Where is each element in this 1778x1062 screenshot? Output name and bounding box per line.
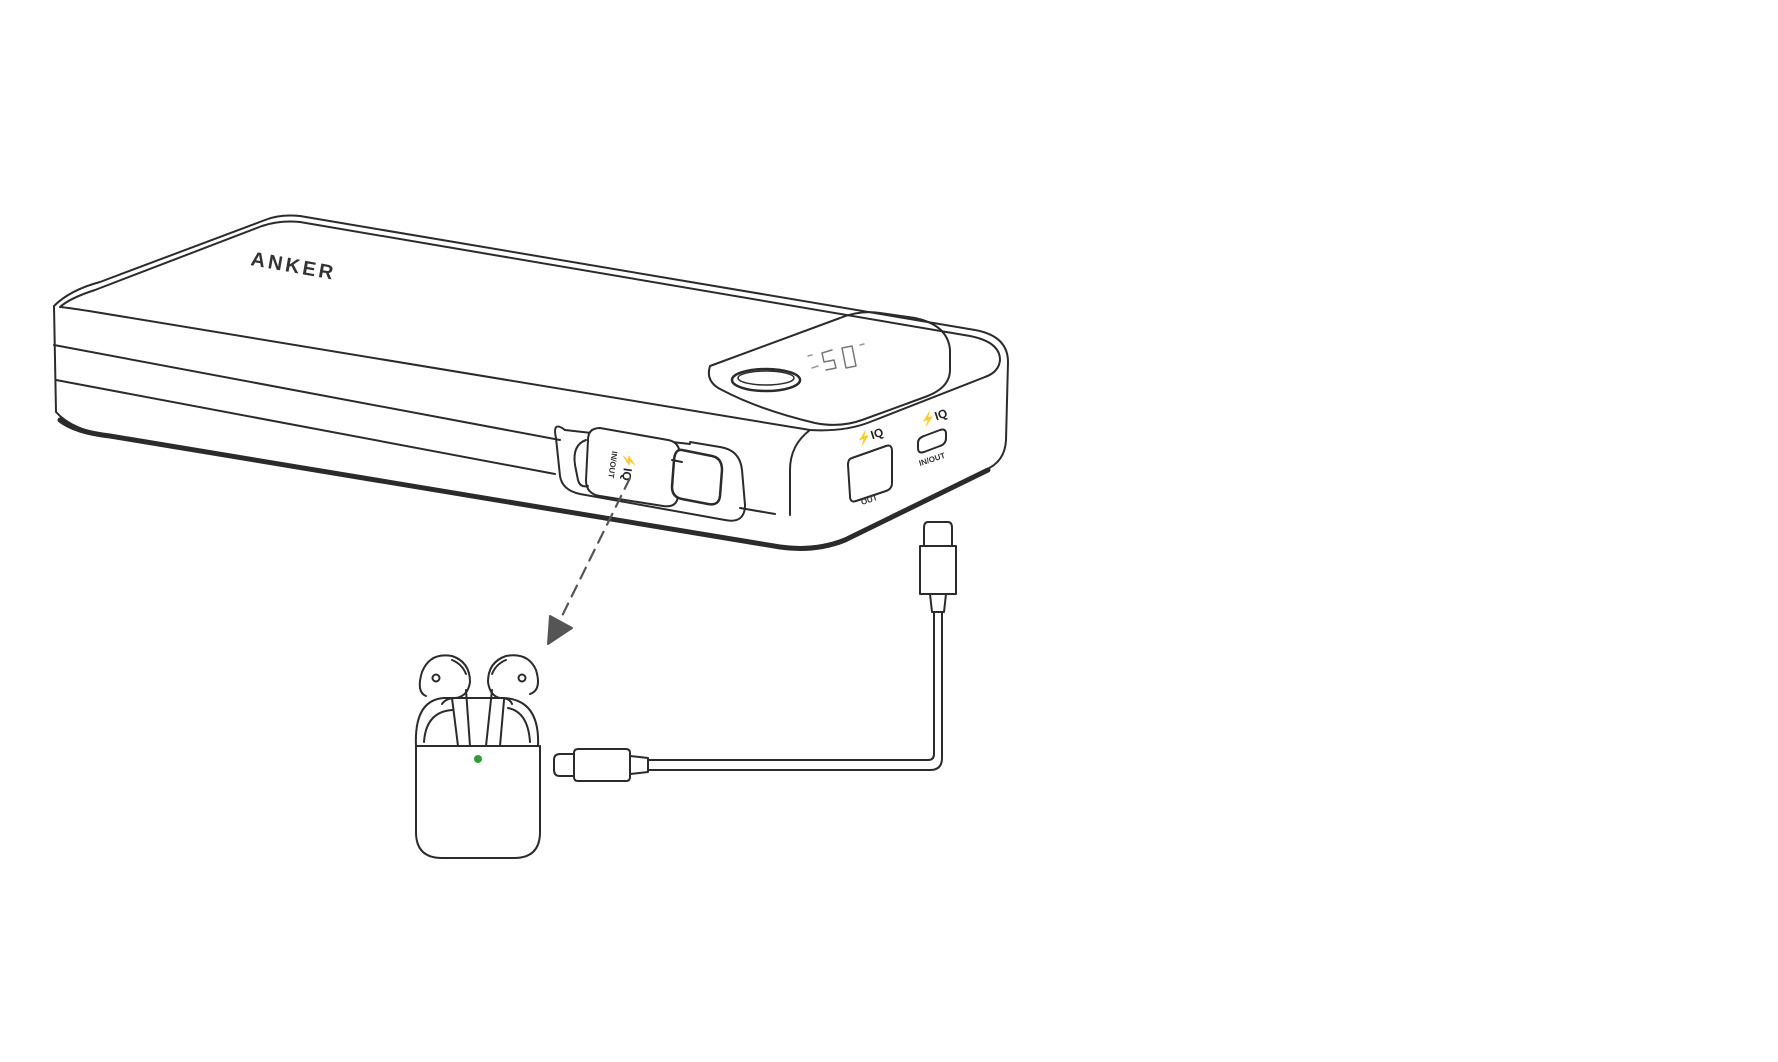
cable-wire [647, 611, 935, 761]
right-earbud-grille [491, 659, 507, 675]
battery-display [807, 343, 865, 371]
case-cradle-left [423, 709, 453, 743]
battery-display-value: 50 [0, 0, 2, 1]
case-cradle [414, 697, 540, 747]
left-earbud-stem [451, 689, 471, 747]
cable-usb-c-plug [670, 448, 724, 506]
usb-a-port-label: OUT [860, 493, 879, 507]
usb-c-port-label: IN/OUT [918, 451, 947, 468]
case-plug-strain-relief [629, 755, 649, 775]
case-cradle-right [507, 707, 531, 743]
brand-logo: ANKER [249, 248, 338, 285]
lightning-connector-tip [923, 521, 953, 547]
lightning-cable [553, 521, 957, 782]
power-bank-top-face [59, 220, 1001, 432]
usb-c-port-logo: ⚡IQ [919, 406, 950, 428]
cable-strain-relief [573, 439, 589, 488]
power-bank: 50 ANKER ⚡IQ IN/OUT ⚡IQ OUT [0, 0, 1009, 551]
usb-a-port[interactable] [847, 444, 893, 503]
power-button-inner [737, 370, 795, 386]
case-plug-tip [553, 753, 575, 777]
usb-a-port-labels: ⚡IQ OUT [855, 425, 886, 507]
right-earbud-stem [485, 689, 505, 747]
right-earbud-sensor [517, 673, 527, 683]
right-earbud [485, 654, 539, 747]
case-status-led [474, 755, 482, 763]
earbuds-case [414, 654, 541, 859]
display-panel [707, 311, 951, 426]
power-bank-body [53, 214, 1009, 550]
cable-recess [554, 425, 746, 522]
cable-connector-head[interactable] [585, 427, 681, 508]
case-body [415, 745, 541, 859]
cable-port-label-text: IN/OUT [606, 451, 619, 479]
left-earbud-head [418, 654, 471, 705]
power-bank-front-edge [789, 429, 811, 516]
left-earbud [418, 654, 471, 747]
usb-c-port[interactable] [917, 428, 947, 454]
power-bank-side-groove-bottom [55, 379, 556, 475]
power-bank-side-groove-top [53, 344, 561, 441]
left-earbud-grille [451, 659, 467, 675]
cable-usb-c-plug-gap [671, 459, 683, 463]
power-bank-side-groove-right [739, 507, 776, 515]
cable-port-logo: ⚡IQ [619, 452, 637, 481]
left-earbud-sensor [431, 673, 441, 683]
cable-wire-outer [647, 611, 943, 771]
usb-a-port-logo: ⚡IQ [855, 425, 886, 447]
lightning-strain-relief [929, 593, 947, 613]
power-button[interactable] [730, 367, 802, 393]
dashed-arrow [547, 476, 632, 645]
lightning-connector-housing [919, 545, 957, 595]
case-plug-housing [573, 748, 631, 782]
right-earbud-head [487, 654, 539, 705]
dashed-arrow-line [560, 476, 632, 618]
dashed-arrow-head-icon [547, 615, 573, 645]
cable-port-label: ⚡IQ IN/OUT [606, 451, 637, 482]
